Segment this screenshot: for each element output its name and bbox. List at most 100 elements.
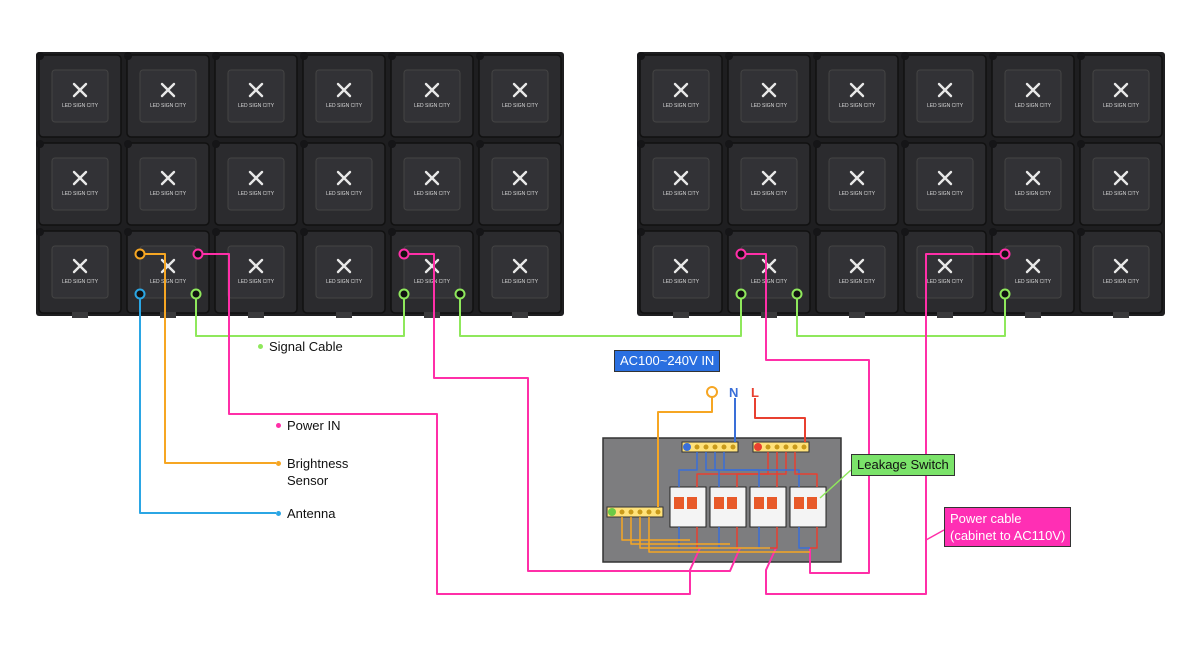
terminal-screw (712, 444, 718, 450)
brightness-dot-icon (276, 461, 281, 467)
logo-x-icon (1113, 170, 1129, 186)
cabinet-panel (51, 245, 109, 299)
bottom-latch (248, 312, 264, 318)
logo-x-icon (849, 170, 865, 186)
terminal-screw (783, 444, 789, 450)
breaker-lever (727, 497, 737, 509)
lock-icon (813, 52, 821, 60)
lock-icon (36, 52, 44, 60)
power-dot-icon (276, 423, 281, 429)
cabinet-panel (652, 157, 710, 211)
cabinet-brand-text: LED SIGN CITY (927, 103, 964, 109)
cabinet-panel (652, 69, 710, 123)
bottom-latch (512, 312, 528, 318)
terminal-screw (792, 444, 798, 450)
lock-icon (901, 140, 909, 148)
signal-cable-a (195, 294, 405, 337)
power-in-cable-d (765, 253, 1005, 595)
earth-terminal-strip (606, 506, 664, 518)
cabinet-panel (491, 157, 549, 211)
cabinet-brand-text: LED SIGN CITY (1103, 191, 1140, 197)
cabinet-panel (51, 157, 109, 211)
neutral-badge-icon (683, 443, 691, 451)
cabinet-panel (828, 157, 886, 211)
logo-x-icon (937, 82, 953, 98)
logo-x-icon (160, 82, 176, 98)
earth-out-wire (639, 517, 770, 549)
lock-icon (212, 52, 220, 60)
live-terminal-strip (752, 441, 810, 453)
cabinet-brand-text: LED SIGN CITY (150, 279, 187, 285)
bottom-latch (849, 312, 865, 318)
breaker-lever (687, 497, 697, 509)
signal-cable-label: Signal Cable (258, 338, 343, 355)
logo-x-icon (673, 170, 689, 186)
cabinet-brand-text: LED SIGN CITY (751, 103, 788, 109)
cabinet-brand-text: LED SIGN CITY (927, 279, 964, 285)
cabinet-panel (227, 157, 285, 211)
led-screens: LED SIGN CITY LED SIGN CITY LED SIGN CITY L… (36, 52, 1165, 318)
cabinet-brand-text: LED SIGN CITY (663, 103, 700, 109)
cabinet-panel (828, 69, 886, 123)
cabinet-brand-text: LED SIGN CITY (414, 191, 451, 197)
cabinet-brand-text: LED SIGN CITY (414, 103, 451, 109)
lock-icon (637, 140, 645, 148)
logo-x-icon (248, 170, 264, 186)
lock-icon (124, 140, 132, 148)
cabinet-panel (1092, 245, 1150, 299)
lock-icon (300, 52, 308, 60)
live-badge-icon (754, 443, 762, 451)
logo-x-icon (424, 258, 440, 274)
cabinet-brand-text: LED SIGN CITY (502, 103, 539, 109)
lock-icon (388, 140, 396, 148)
cabinet-panel (828, 245, 886, 299)
logo-x-icon (512, 258, 528, 274)
neutral-label: N (729, 385, 739, 400)
logo-x-icon (336, 170, 352, 186)
cabinet-brand-text: LED SIGN CITY (502, 279, 539, 285)
live-label: L (751, 385, 759, 400)
lock-icon (212, 140, 220, 148)
lock-icon (637, 228, 645, 236)
logo-x-icon (512, 170, 528, 186)
cabinet-brand-text: LED SIGN CITY (326, 279, 363, 285)
brightness-cable (140, 253, 276, 464)
lock-icon (989, 52, 997, 60)
lock-icon (725, 228, 733, 236)
breaker-lever (767, 497, 777, 509)
cabinet-brand-text: LED SIGN CITY (414, 279, 451, 285)
power-port-icon (398, 248, 410, 260)
neutral-out-wire (798, 527, 810, 549)
cabinet-panel (315, 69, 373, 123)
cabinet-brand-text: LED SIGN CITY (1103, 103, 1140, 109)
logo-x-icon (72, 258, 88, 274)
leakage-switch-tag: Leakage Switch (851, 454, 955, 476)
neutral-branch-wire (678, 452, 698, 487)
cabinet-panel (491, 245, 549, 299)
lock-icon (476, 140, 484, 148)
earth-out-wire (630, 517, 730, 545)
leakage-pointer (819, 469, 852, 499)
live-branch-wire (794, 452, 818, 487)
cabinet-brand-text: LED SIGN CITY (1015, 279, 1052, 285)
neutral-branch-wire (705, 452, 720, 487)
cabinet-panel (403, 69, 461, 123)
logo-x-icon (673, 82, 689, 98)
bottom-latch (1113, 312, 1129, 318)
cabinet-brand-text: LED SIGN CITY (238, 279, 275, 285)
cabinet-panel (227, 245, 285, 299)
lock-icon (813, 228, 821, 236)
cabinet-panel (1092, 157, 1150, 211)
cabinet-brand-text: LED SIGN CITY (62, 103, 99, 109)
cabinet-brand-text: LED SIGN CITY (1015, 103, 1052, 109)
lock-icon (124, 52, 132, 60)
ac-input-tag: AC100~240V IN (614, 350, 721, 372)
cabinet-brand-text: LED SIGN CITY (150, 103, 187, 109)
logo-x-icon (336, 82, 352, 98)
power-in-label: Power IN (276, 417, 340, 434)
terminal-screw (774, 444, 780, 450)
cabinet-brand-text: LED SIGN CITY (751, 191, 788, 197)
logo-x-icon (248, 82, 264, 98)
